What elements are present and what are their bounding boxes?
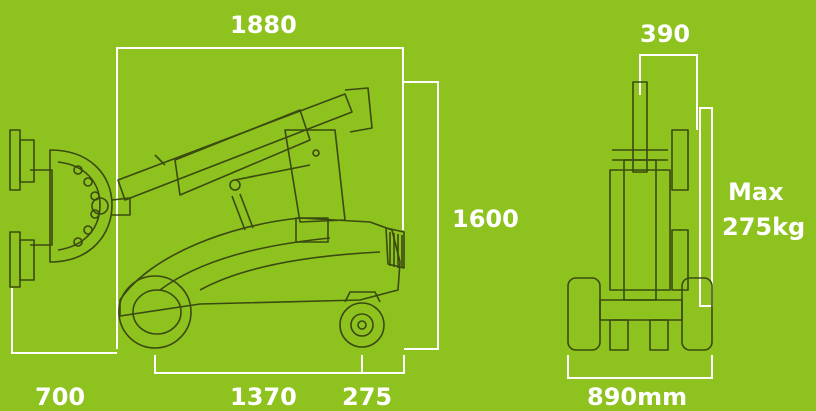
head-bar [30,169,53,246]
front-cup-top [671,129,689,191]
label-390: 390 [640,20,691,48]
capacity-label-max: Max [728,178,784,206]
suction-cup-top [9,129,21,191]
dim-line-390 [639,54,698,130]
grille-bars [389,232,403,268]
body-line [159,237,331,291]
mast-pin [312,149,320,157]
head-hole-2 [83,177,93,187]
label-1370: 1370 [230,383,297,411]
mast [284,129,346,223]
head-hole-5 [83,225,93,235]
front-view [567,81,713,351]
front-wheel-right [681,277,713,351]
side-view [9,87,405,349]
head-frame [49,149,113,263]
head-hub [91,197,109,215]
head-hole-6 [73,237,83,247]
dimension-lines [11,47,713,379]
chassis-body [119,217,401,317]
suction-cup-top-mount [19,139,35,183]
rear-wheel [118,275,192,349]
dim-line-275 [362,355,405,374]
front-caster-right [649,319,669,351]
body-line-2 [199,251,381,291]
front-wheel-left [567,277,601,351]
boom-upper [117,93,353,201]
dim-line-1600 [404,81,439,350]
capacity-bracket [699,107,713,307]
front-axle [599,299,683,321]
dim-line-700 [11,288,117,354]
dim-line-890 [567,355,713,379]
suction-cup-bottom-mount [19,239,35,281]
cylinder [231,193,254,231]
rear-wheel-hub [132,289,182,335]
dim-line-1370 [154,355,363,374]
label-890mm: 890mm [587,383,688,411]
front-wheel [339,302,385,348]
head-hole-1 [73,165,83,175]
boom-pin [154,154,166,166]
front-body [609,169,671,291]
boom-head [344,87,373,133]
strut [234,164,311,181]
front-caster-left [609,319,629,351]
front-crossbar [612,149,668,161]
suction-cup-bottom [9,231,21,288]
front-cup-bottom [671,229,689,291]
front-wheel-hub [350,313,374,337]
label-275: 275 [342,383,393,411]
label-1600: 1600 [452,205,519,233]
body-panel [295,217,329,243]
front-mast-top [632,81,648,173]
boom-lower [174,109,311,196]
dim-line-1880 [116,47,404,349]
head-joint [111,197,131,216]
caster-fork [344,291,381,303]
front-mast [623,159,657,301]
label-700: 700 [35,383,86,411]
head-frame-inner [57,161,101,251]
capacity-label-weight: 275kg [722,213,806,241]
grille [385,227,405,269]
label-1880: 1880 [230,11,297,39]
strut-pin [229,179,241,191]
front-wheel-axle [357,320,367,330]
